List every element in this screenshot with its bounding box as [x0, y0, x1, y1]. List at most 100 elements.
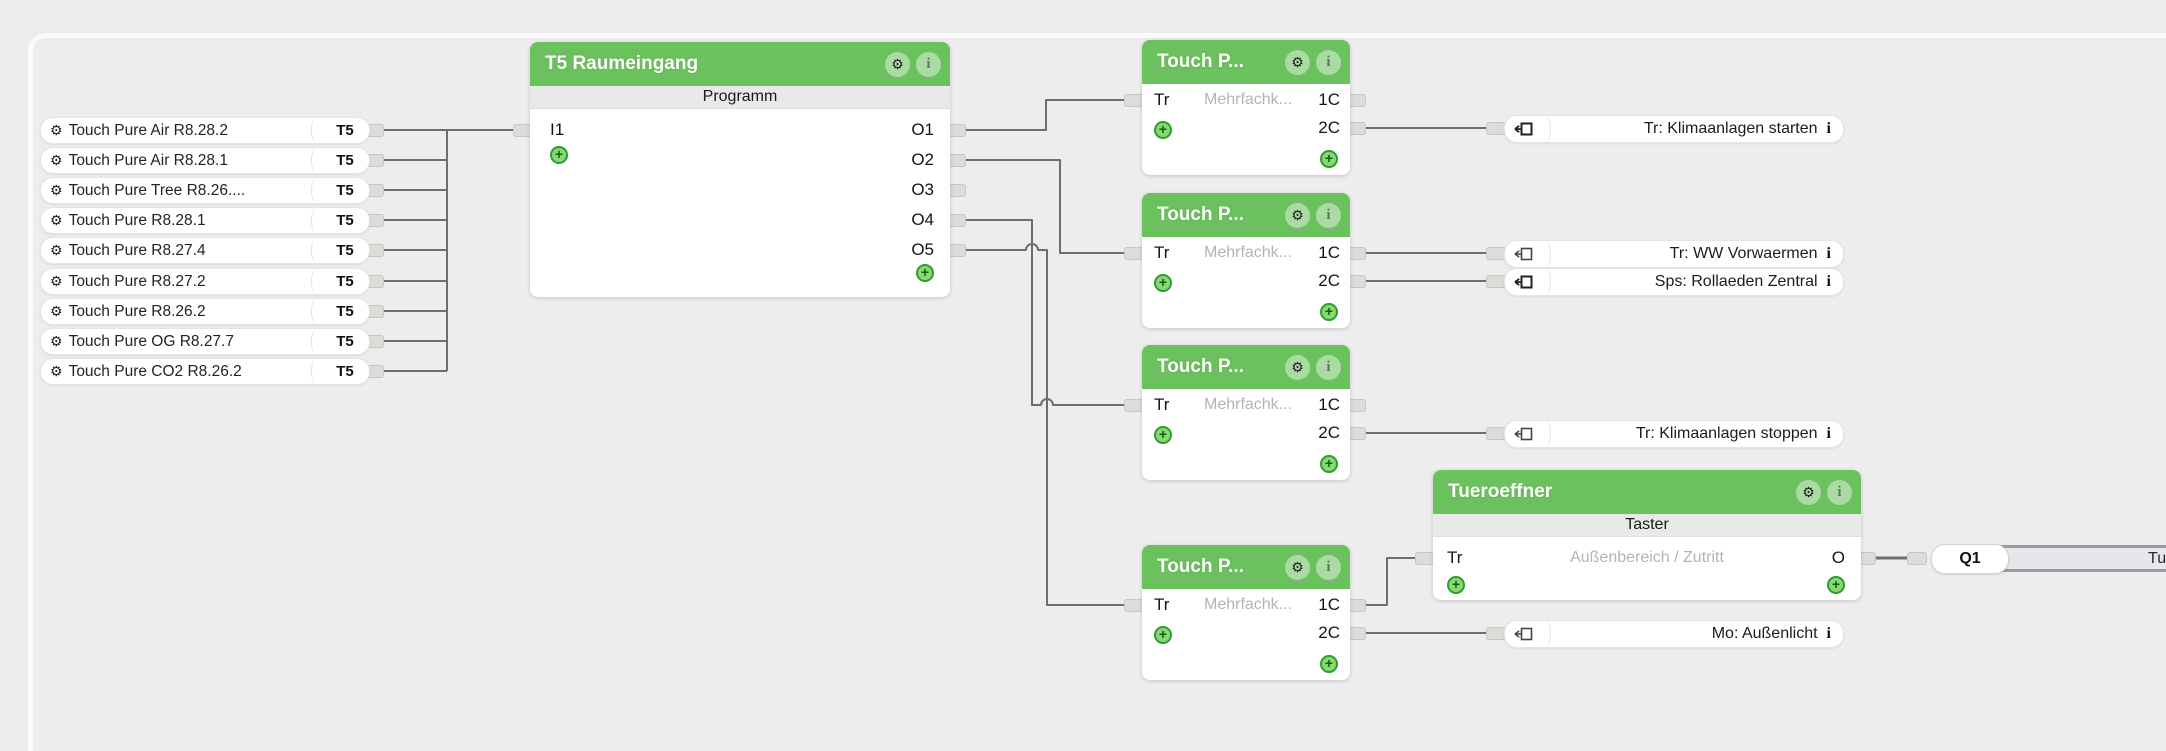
- add-output-button[interactable]: +: [916, 264, 934, 282]
- connector-nub[interactable]: [1486, 427, 1506, 440]
- output-port-1c: 1C: [1318, 595, 1340, 614]
- flag-label: Tr: WW Vorwaermen: [1669, 245, 1818, 262]
- add-output-button[interactable]: +: [1320, 303, 1338, 321]
- connector-nub[interactable]: [1486, 627, 1506, 640]
- pill-divider: [1541, 421, 1551, 447]
- connector-nub[interactable]: [1124, 399, 1144, 412]
- gear-button[interactable]: ⚙: [1796, 479, 1821, 505]
- wire: [1362, 557, 1419, 606]
- input-port-tr: Tr: [1447, 548, 1463, 567]
- block-header: Touch P... ⚙ i: [1142, 545, 1350, 589]
- input-device-pill[interactable]: ⚙ Touch Pure Air R8.28.1 T5: [40, 147, 370, 174]
- gear-button[interactable]: ⚙: [885, 51, 910, 77]
- block-title: Tueroeffner: [1448, 481, 1553, 502]
- q1-port-pill[interactable]: Q1: [1931, 544, 2009, 574]
- gear-button[interactable]: ⚙: [1285, 554, 1310, 580]
- output-port-o1: O1: [911, 120, 934, 139]
- input-device-pill[interactable]: ⚙ Touch Pure OG R8.27.7 T5: [40, 328, 370, 355]
- block-subtitle: Programm: [530, 86, 950, 109]
- flag-label: Tr: Klimaanlagen stoppen: [1635, 425, 1818, 442]
- gear-icon: ⚙: [50, 363, 63, 379]
- output-flag-pill[interactable]: Sps: Rollaeden Zentral i: [1504, 268, 1844, 296]
- info-icon[interactable]: i: [1826, 273, 1831, 290]
- output-port-1c: 1C: [1318, 243, 1340, 262]
- input-device-pill[interactable]: ⚙ Touch Pure CO2 R8.26.2 T5: [40, 358, 370, 385]
- gear-button[interactable]: ⚙: [1285, 354, 1310, 380]
- gear-button[interactable]: ⚙: [1285, 49, 1310, 75]
- info-button[interactable]: i: [1316, 554, 1341, 580]
- block-touch-4[interactable]: Touch P... ⚙ i Tr Mehrfachk... 1C + 2C +: [1142, 545, 1350, 680]
- add-input-button[interactable]: +: [1154, 426, 1172, 444]
- flag-label: Mo: Außenlicht: [1711, 625, 1818, 642]
- gear-button[interactable]: ⚙: [1285, 202, 1310, 228]
- pill-divider: [1541, 116, 1551, 142]
- info-button[interactable]: i: [1316, 202, 1341, 228]
- device-label: Touch Pure OG R8.27.7: [68, 332, 234, 350]
- output-port-o2: O2: [911, 150, 934, 169]
- output-flag-pill[interactable]: Tr: Klimaanlagen stoppen i: [1504, 420, 1844, 448]
- info-button[interactable]: i: [1316, 354, 1341, 380]
- add-input-button[interactable]: +: [1154, 121, 1172, 139]
- connector-nub[interactable]: [1124, 247, 1144, 260]
- info-icon[interactable]: i: [1826, 425, 1831, 442]
- output-flag-pill[interactable]: Mo: Außenlicht i: [1504, 620, 1844, 648]
- info-icon[interactable]: i: [1826, 120, 1831, 137]
- connector-nub[interactable]: [1415, 552, 1435, 565]
- add-output-button[interactable]: +: [1320, 655, 1338, 673]
- block-hint: Außenbereich / Zutritt: [1570, 549, 1724, 566]
- info-button[interactable]: i: [916, 51, 941, 77]
- add-input-button[interactable]: +: [550, 146, 568, 164]
- pill-divider: [1541, 269, 1551, 295]
- connector-nub[interactable]: [1486, 122, 1506, 135]
- info-button[interactable]: i: [1316, 49, 1341, 75]
- add-output-button[interactable]: +: [1320, 455, 1338, 473]
- gear-icon: ⚙: [50, 303, 63, 319]
- wire: [962, 219, 1128, 406]
- info-icon[interactable]: i: [1826, 625, 1831, 642]
- add-input-button[interactable]: +: [1447, 576, 1465, 594]
- block-subtitle: Taster: [1433, 514, 1861, 537]
- block-title: Touch P...: [1157, 51, 1244, 72]
- gear-icon: ⚙: [50, 122, 63, 138]
- connector-nub[interactable]: [1124, 94, 1144, 107]
- connector-nub[interactable]: [1486, 247, 1506, 260]
- input-device-pill[interactable]: ⚙ Touch Pure R8.27.2 T5: [40, 268, 370, 295]
- add-input-button[interactable]: +: [1154, 274, 1172, 292]
- connector-nub[interactable]: [1486, 275, 1506, 288]
- add-input-button[interactable]: +: [1154, 626, 1172, 644]
- pill-divider: [311, 359, 321, 384]
- connector-nub[interactable]: [1124, 599, 1144, 612]
- connector-nub[interactable]: [1907, 552, 1927, 565]
- input-port-tr: Tr: [1154, 395, 1170, 414]
- output-flag-pill[interactable]: Tr: WW Vorwaermen i: [1504, 240, 1844, 268]
- add-output-button[interactable]: +: [1827, 576, 1845, 594]
- input-device-pill[interactable]: ⚙ Touch Pure R8.26.2 T5: [40, 298, 370, 325]
- flag-label: Tr: Klimaanlagen starten: [1643, 120, 1818, 137]
- input-device-pill[interactable]: ⚙ Touch Pure R8.27.4 T5: [40, 237, 370, 264]
- block-tueroeffner[interactable]: Tueroeffner ⚙ i Taster Tr Außenbereich /…: [1433, 470, 1861, 600]
- device-label: Touch Pure Tree R8.26....: [68, 181, 246, 199]
- flag-icon: [1505, 247, 1541, 262]
- input-port-tr: Tr: [1154, 595, 1170, 614]
- block-t5-raumeingang[interactable]: T5 Raumeingang ⚙ i Programm I1 + O1 O2 O…: [530, 42, 950, 297]
- block-hint: Mehrfachk...: [1203, 244, 1293, 261]
- device-label: Touch Pure CO2 R8.26.2: [68, 362, 242, 380]
- output-port-2c: 2C: [1318, 423, 1340, 442]
- add-output-button[interactable]: +: [1320, 150, 1338, 168]
- input-device-pill[interactable]: ⚙ Touch Pure Tree R8.26.... T5: [40, 177, 370, 204]
- input-device-pill[interactable]: ⚙ Touch Pure R8.28.1 T5: [40, 207, 370, 234]
- flag-icon: [1505, 275, 1541, 290]
- block-touch-3[interactable]: Touch P... ⚙ i Tr Mehrfachk... 1C + 2C +: [1142, 345, 1350, 480]
- pill-divider: [311, 269, 321, 294]
- output-port-1c: 1C: [1318, 395, 1340, 414]
- flag-icon: [1505, 427, 1541, 442]
- info-button[interactable]: i: [1827, 479, 1852, 505]
- output-port-2c: 2C: [1318, 623, 1340, 642]
- device-label: Touch Pure R8.26.2: [68, 302, 206, 320]
- input-device-pill[interactable]: ⚙ Touch Pure Air R8.28.2 T5: [40, 117, 370, 144]
- output-flag-pill[interactable]: Tr: Klimaanlagen starten i: [1504, 115, 1844, 143]
- info-icon[interactable]: i: [1826, 245, 1831, 262]
- block-touch-1[interactable]: Touch P... ⚙ i Tr Mehrfachk... 1C + 2C +: [1142, 40, 1350, 175]
- block-touch-2[interactable]: Touch P... ⚙ i Tr Mehrfachk... 1C + 2C +: [1142, 193, 1350, 328]
